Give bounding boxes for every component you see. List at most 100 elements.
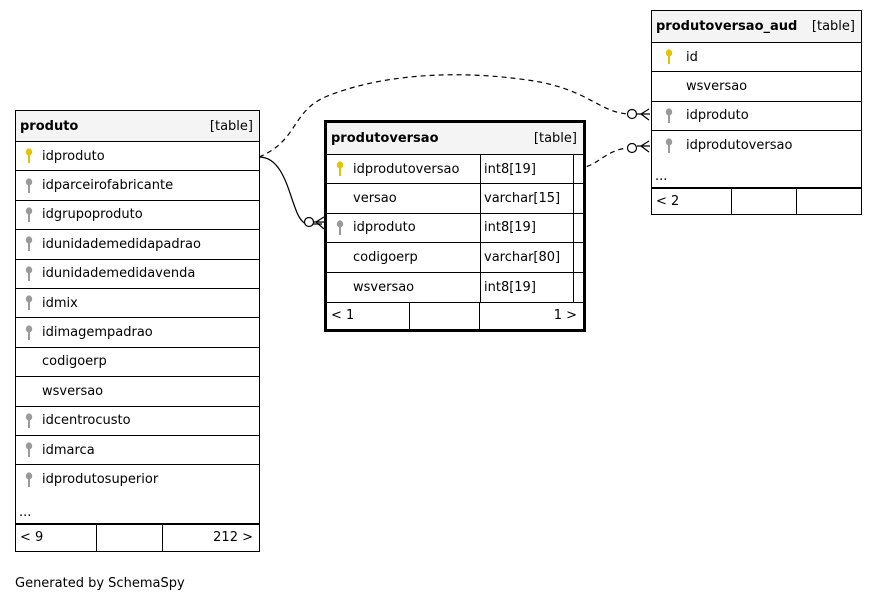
column-name-cell: versao [327, 184, 480, 212]
column-name-cell: idcentrocusto [16, 407, 259, 435]
no-key-spacer [327, 273, 353, 302]
column-row[interactable]: idproduto [16, 142, 259, 172]
no-key-spacer [327, 243, 353, 271]
column-name-cell: idunidademedidavenda [16, 260, 259, 288]
primary-key-icon [652, 43, 686, 71]
footer-left[interactable]: < 1 [331, 308, 355, 324]
column-row[interactable]: idprodutoversao [652, 131, 861, 160]
column-name: idproduto [42, 148, 105, 164]
table-header[interactable]: produtoversao_aud [table] [652, 11, 861, 43]
footer-left[interactable]: < 9 [20, 530, 44, 546]
foreign-key-icon [16, 465, 42, 494]
footer-right[interactable]: 212 > [162, 524, 259, 551]
footer-middle [96, 524, 162, 551]
footer-left[interactable]: < 2 [656, 193, 680, 209]
column-name-cell: id [652, 43, 861, 71]
more-columns: ... [16, 495, 259, 524]
footer-right [796, 188, 861, 214]
column-row[interactable]: idparceirofabricante [16, 171, 259, 201]
column-name-cell: idproduto [327, 214, 480, 242]
column-extra [573, 155, 583, 184]
column-name-cell: idimagempadrao [16, 318, 259, 346]
table-header[interactable]: produtoversao [table] [327, 123, 583, 155]
table-type: [table] [811, 19, 855, 34]
relation-crowfoot [637, 108, 650, 121]
relation-end-circle [303, 216, 315, 228]
table-footer: < 2 [652, 187, 861, 214]
column-name: idparceirofabricante [42, 178, 174, 194]
column-name-cell: codigoerp [327, 243, 480, 271]
footer-right[interactable]: 1 > [479, 302, 583, 329]
column-row[interactable]: idmarca [16, 436, 259, 466]
column-name-cell: idprodutoversao [327, 155, 480, 183]
relation-produto-aud [258, 74, 629, 158]
column-row[interactable]: idimagempadrao [16, 318, 259, 348]
table-name: produtoversao_aud [656, 19, 798, 34]
primary-key-icon [327, 155, 353, 183]
column-name-cell: idgrupoproduto [16, 201, 259, 229]
table-name: produtoversao [331, 131, 439, 146]
relation-crowfoot [314, 216, 325, 230]
relation-produtoversao-aud [577, 147, 629, 170]
footer-middle [731, 188, 796, 214]
column-name-cell: idmix [16, 289, 259, 317]
foreign-key-icon [327, 214, 353, 242]
foreign-key-icon [16, 289, 42, 317]
column-type: varchar[80] [480, 243, 573, 272]
column-name-cell: idprodutoversao [652, 131, 861, 160]
column-row[interactable]: idcentrocusto [16, 407, 259, 436]
column-extra [573, 213, 583, 243]
foreign-key-icon [652, 131, 686, 160]
column-row[interactable]: idunidademedidavenda [16, 260, 259, 289]
column-name: idprodutoversao [686, 138, 793, 154]
more-columns: ... [652, 161, 861, 188]
column-name: codigoerp [42, 354, 107, 370]
column-name-cell: idparceirofabricante [16, 171, 259, 199]
no-key-spacer [16, 377, 42, 405]
column-row[interactable]: idprodutosuperior [16, 465, 259, 494]
column-name: wsversao [686, 79, 748, 95]
foreign-key-icon [16, 436, 42, 464]
table-header[interactable]: produto [table] [16, 111, 259, 142]
column-row[interactable]: id [652, 43, 861, 73]
column-name: idunidademedidapadrao [42, 236, 201, 252]
column-extra [573, 272, 583, 302]
column-row[interactable]: codigoerp [16, 348, 259, 378]
column-type: int8[19] [480, 155, 573, 184]
column-name: wsversao [42, 383, 104, 399]
column-row[interactable]: idmix [16, 289, 259, 319]
column-name-cell: idprodutosuperior [16, 465, 259, 494]
column-name: idgrupoproduto [42, 207, 143, 223]
column-row[interactable]: idunidademedidapadrao [16, 230, 259, 260]
column-name: idcentrocusto [42, 413, 131, 429]
primary-key-icon [16, 142, 42, 170]
column-row[interactable]: idproduto [652, 102, 861, 132]
column-name: idproduto [686, 108, 749, 124]
no-key-spacer [16, 348, 42, 376]
foreign-key-icon [16, 260, 42, 288]
column-row[interactable]: idgrupoproduto [16, 201, 259, 231]
table-produtoversao-aud[interactable]: produtoversao_aud [table] id wsversao idpr… [651, 10, 862, 215]
column-name: idprodutosuperior [42, 472, 159, 488]
column-name: wsversao [353, 279, 415, 295]
table-footer: < 1 1 > [327, 301, 583, 329]
column-name-cell: wsversao [16, 377, 259, 405]
column-name: idimagempadrao [42, 325, 153, 341]
table-type: [table] [209, 118, 253, 134]
column-row[interactable]: wsversao [652, 72, 861, 102]
column-row[interactable]: wsversao [16, 377, 259, 407]
relation-end-circle [626, 108, 638, 120]
foreign-key-icon [16, 318, 42, 346]
column-name-cell: idmarca [16, 436, 259, 464]
no-key-spacer [652, 72, 686, 100]
table-produto[interactable]: produto [table] idproduto idparceirofabri… [15, 110, 260, 552]
relation-crowfoot [637, 140, 650, 153]
table-name: produto [20, 118, 79, 134]
foreign-key-icon [652, 102, 686, 130]
